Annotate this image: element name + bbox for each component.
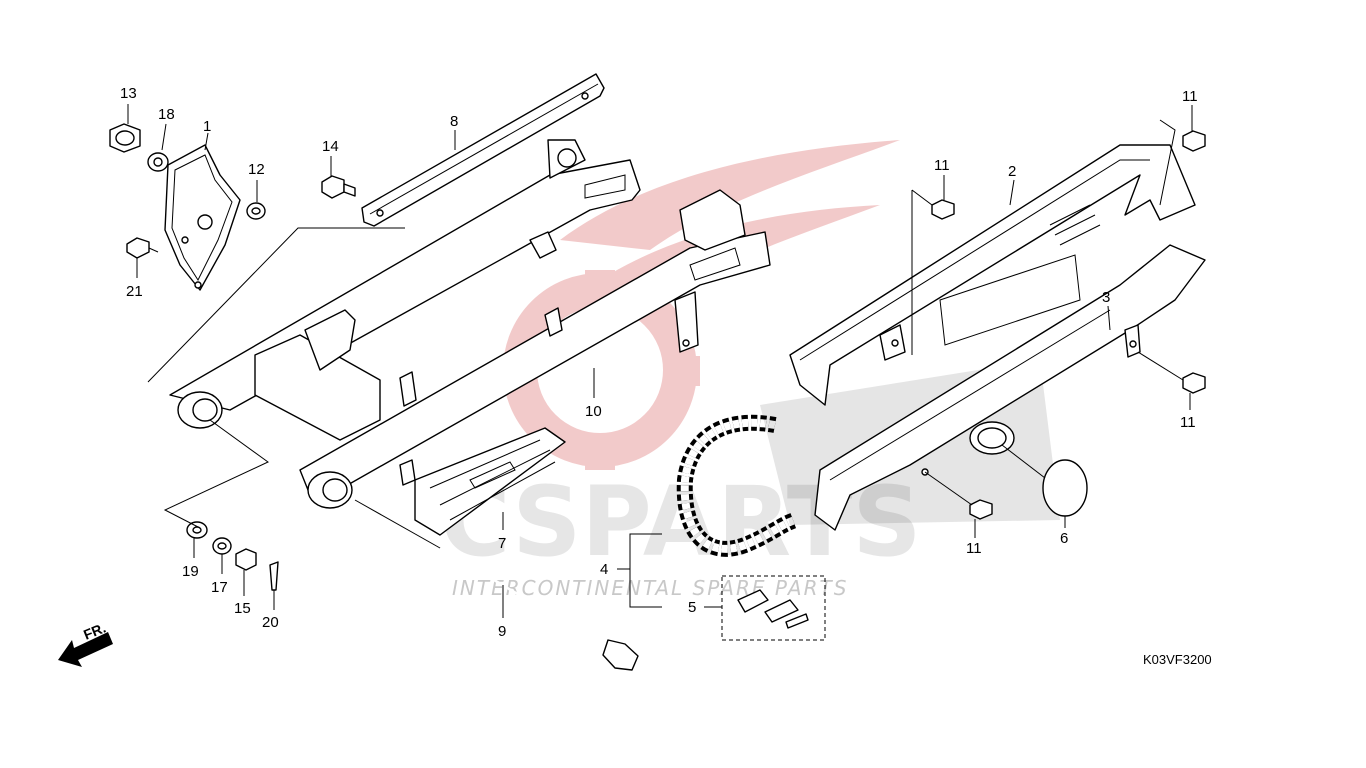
callout-11-c: 11 (1180, 414, 1196, 431)
callout-21: 21 (126, 283, 143, 300)
callout-14: 14 (322, 138, 339, 155)
leader-lines (127, 104, 1193, 618)
callout-19: 19 (182, 563, 199, 580)
bolt-11-a (931, 199, 955, 220)
callout-12: 12 (248, 161, 265, 178)
upper-chain-case (789, 144, 1196, 406)
washer-12 (246, 202, 266, 220)
front-direction-arrow: FR. (58, 619, 113, 667)
callout-17: 17 (211, 579, 228, 596)
callout-11-d: 11 (966, 540, 982, 557)
callout-1: 1 (203, 118, 211, 135)
callout-6: 6 (1060, 530, 1068, 547)
callout-labels: 13 18 1 12 21 14 8 10 7 19 17 15 20 9 4 … (120, 85, 1198, 640)
bolt-14 (321, 175, 356, 199)
callout-7: 7 (498, 535, 506, 552)
callout-8: 8 (450, 113, 458, 130)
washer-18 (147, 152, 169, 172)
callout-3: 3 (1102, 289, 1110, 306)
chain-guide-plate (164, 144, 241, 291)
direction-label: FR. (81, 619, 108, 642)
cotter-pin-20 (269, 561, 279, 591)
bolt-21 (126, 237, 159, 259)
callout-5: 5 (688, 599, 696, 616)
bolt-11-d (969, 499, 993, 520)
callout-9: 9 (498, 623, 506, 640)
callout-4: 4 (600, 561, 608, 578)
washer-17 (212, 537, 232, 555)
flange-nut (109, 123, 141, 153)
nut-15 (235, 548, 257, 571)
watermark-tagline: INTERCONTINENTAL SPARE PARTS (452, 576, 848, 600)
swingarm (169, 139, 771, 509)
pivot-bolt (439, 546, 639, 671)
callout-20: 20 (262, 614, 279, 631)
bolt-11-c (1182, 372, 1206, 394)
bolt-11-b (1182, 130, 1206, 152)
callout-2: 2 (1008, 163, 1016, 180)
diagram-code: K03VF3200 (1143, 652, 1212, 667)
lower-chain-case (814, 244, 1206, 531)
callout-10: 10 (585, 403, 602, 420)
chain-guide-bar (361, 73, 605, 227)
washer-19 (186, 521, 208, 539)
chain-slider (414, 427, 566, 536)
inspection-cap (1042, 459, 1088, 517)
master-link-kit (721, 575, 826, 641)
callout-15: 15 (234, 600, 251, 617)
callout-18: 18 (158, 106, 175, 123)
callout-11-a: 11 (934, 157, 950, 174)
callout-11-b: 11 (1182, 88, 1198, 105)
callout-13: 13 (120, 85, 137, 102)
